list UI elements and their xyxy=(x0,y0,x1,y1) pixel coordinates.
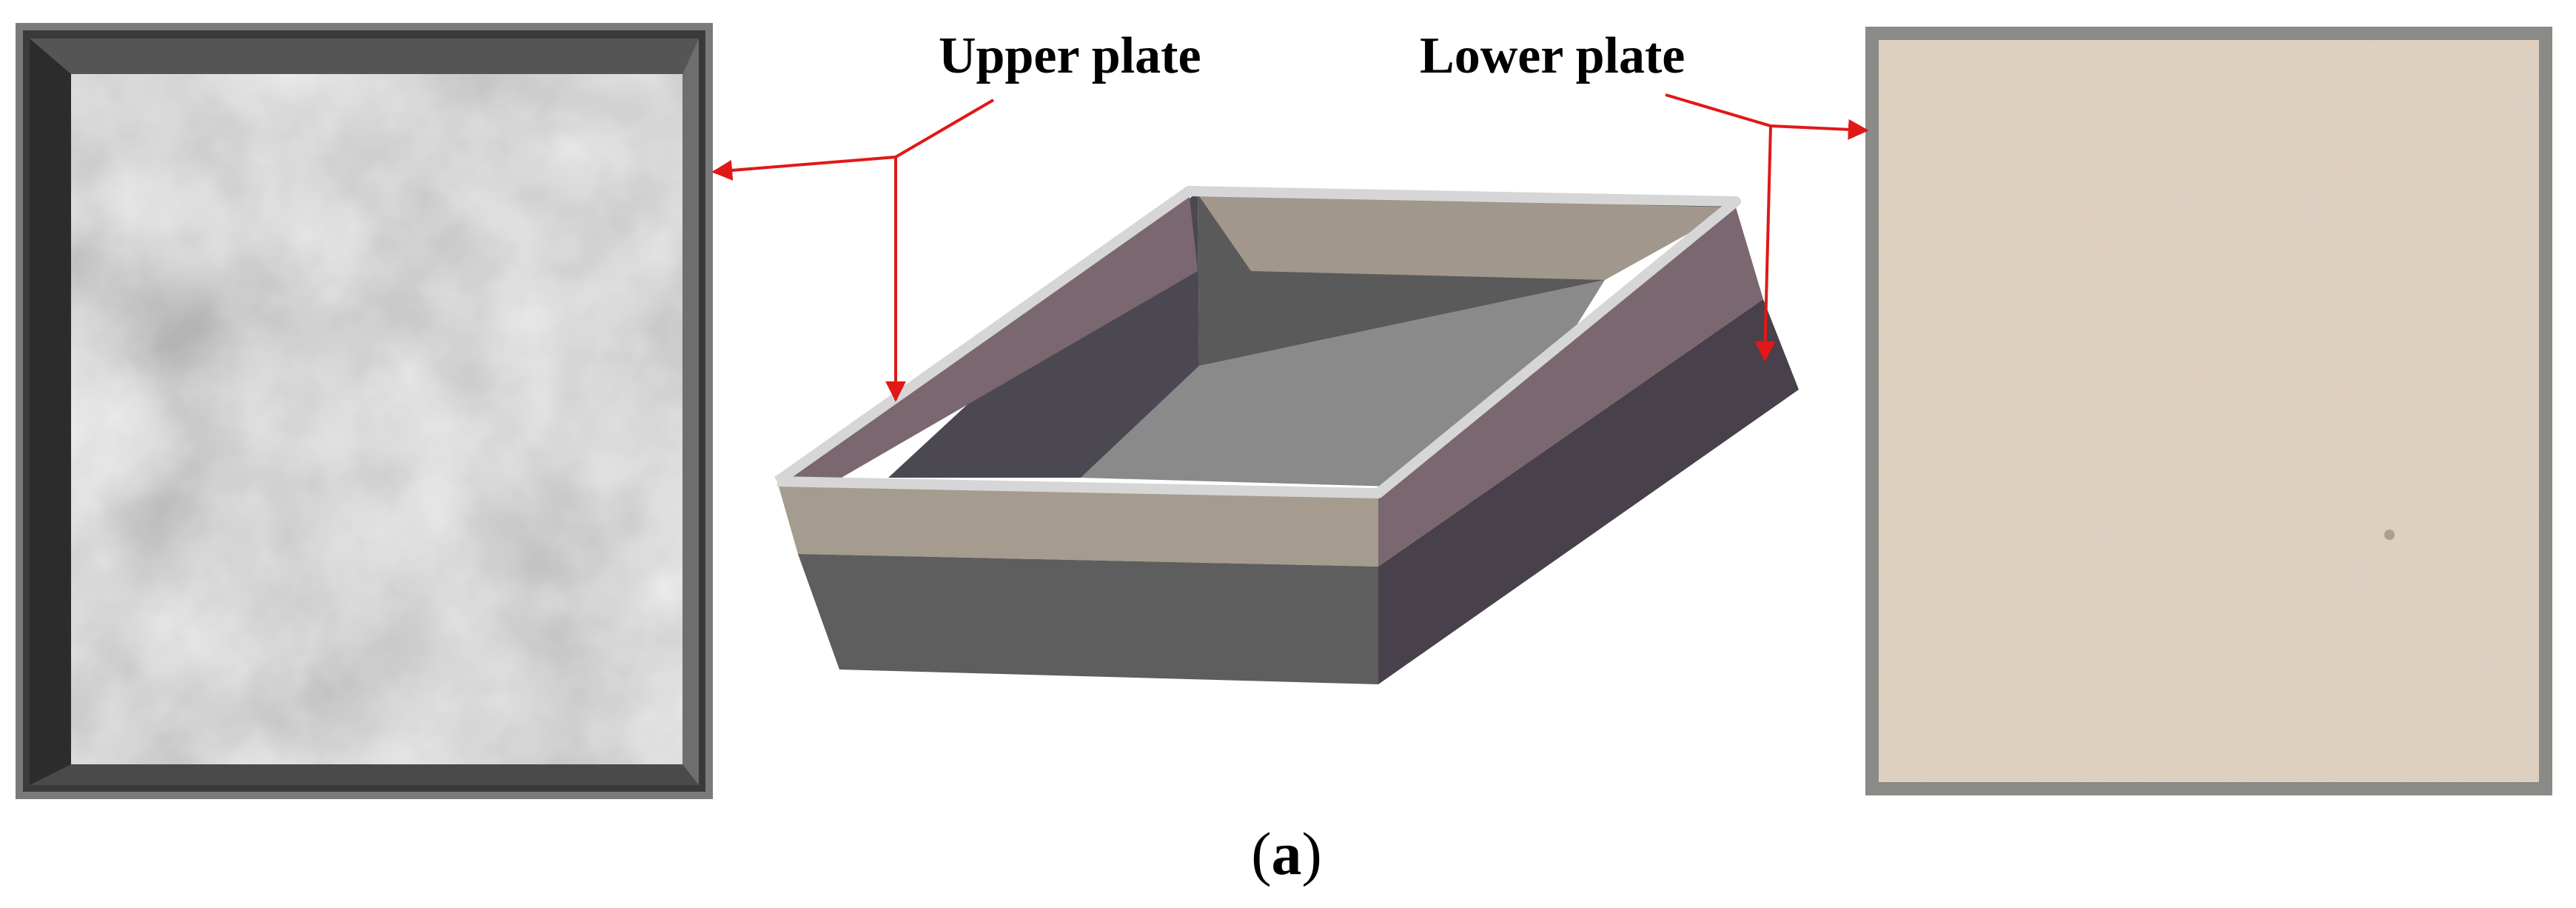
lower-plate-label: Lower plate xyxy=(1420,27,1685,84)
box-front-upper-band xyxy=(777,481,1378,567)
box-front-lower-band xyxy=(798,554,1378,684)
upper-plate-top-wall xyxy=(30,39,699,74)
lower-plate-texture xyxy=(1879,40,2539,782)
lower-plate-arrow-stem xyxy=(1665,93,1869,140)
upper-plate-outer-edge xyxy=(16,23,713,799)
upper-plate-photo xyxy=(16,23,713,799)
lower-plate-photo xyxy=(1865,27,2552,795)
caption-close-paren: ) xyxy=(1302,820,1322,887)
figure-caption: (a) xyxy=(1251,820,1322,887)
upper-plate-arrow-stem xyxy=(711,99,995,181)
upper-plate-label: Upper plate xyxy=(939,27,1201,84)
caption-open-paren: ( xyxy=(1251,820,1271,887)
lower-plate-arrow-to-box xyxy=(1754,125,1776,362)
upper-plate-right-wall xyxy=(682,39,699,785)
lower-plate-speck xyxy=(2384,530,2395,540)
box-right-upper-band xyxy=(1378,207,1763,567)
upper-plate-bottom-wall xyxy=(30,764,699,785)
upper-plate-texture xyxy=(71,74,682,764)
box-back-upper-band xyxy=(1198,194,1736,280)
box-right-lower-band xyxy=(1378,299,1799,684)
callout-arrows xyxy=(711,93,1869,402)
shear-box-illustration xyxy=(774,186,1799,684)
upper-plate-left-wall xyxy=(30,39,71,785)
box-rim xyxy=(774,186,1741,498)
caption-letter: a xyxy=(1272,820,1302,887)
